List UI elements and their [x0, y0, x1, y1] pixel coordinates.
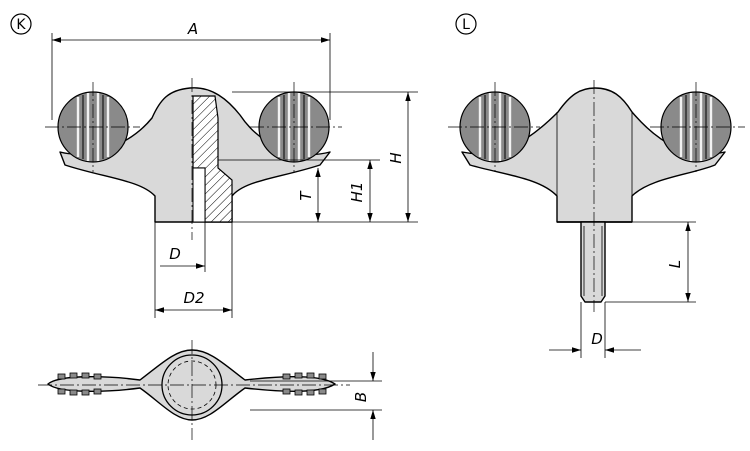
- dim-l-label: L: [666, 260, 684, 268]
- dim-h1-label: H1: [348, 182, 366, 203]
- view-l: L: [448, 13, 745, 358]
- dim-h-label: H: [387, 152, 405, 163]
- dim-t-label: T: [297, 190, 315, 201]
- view-label-k: K: [10, 13, 32, 35]
- view-label-l: L: [455, 13, 477, 35]
- svg-text:L: L: [462, 17, 470, 33]
- top-view-ribs-right: [282, 372, 327, 396]
- top-view-ribs-left: [57, 372, 102, 396]
- dim-d-left-label: D: [169, 245, 181, 263]
- svg-text:K: K: [16, 17, 26, 33]
- threaded-stud: [580, 221, 606, 303]
- dim-d-right-label: D: [591, 330, 603, 348]
- view-k: K: [10, 13, 418, 318]
- dim-a-label: A: [187, 20, 198, 38]
- dim-b-label: B: [352, 392, 370, 402]
- dim-d2-label: D2: [183, 289, 204, 307]
- top-view: B: [38, 340, 382, 440]
